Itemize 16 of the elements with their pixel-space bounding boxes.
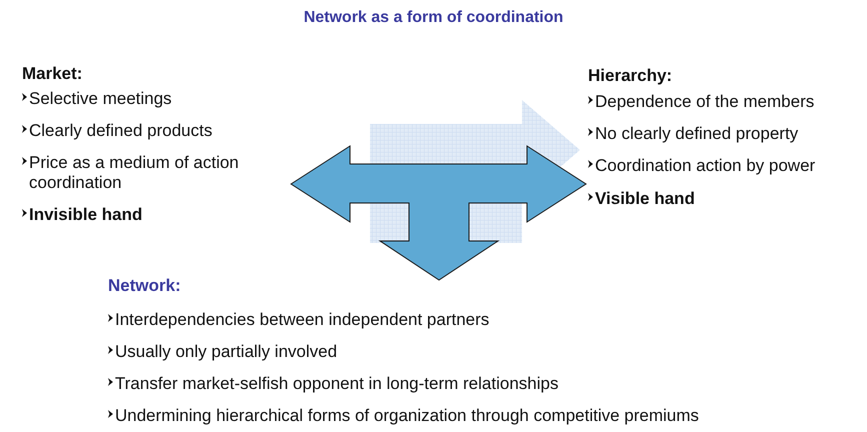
bullet-text: Usually only partially involved	[115, 342, 338, 362]
bullet-text: No clearly defined property	[595, 124, 798, 144]
title: Network as a form of coordination	[302, 8, 564, 28]
section-heading: Network:	[108, 276, 181, 296]
bullet-text: Invisible hand	[29, 205, 142, 225]
bullet-text: Undermining hierarchical forms of organization through competitive premiums	[115, 406, 699, 426]
section-heading: Market:	[22, 64, 82, 84]
bullet-text: Coordination action by power	[595, 156, 816, 176]
bullet-text: Clearly defined products	[29, 121, 212, 141]
bullet-text: Visible hand	[595, 189, 695, 209]
section-heading: Hierarchy:	[588, 66, 672, 86]
bullet-text: Transfer market-selfish opponent in long-term relationships	[115, 374, 558, 394]
bullet-text: Price as a medium of action coordination	[29, 153, 240, 193]
bullet-text: Interdependencies between independent partners	[115, 310, 490, 330]
bullet-text: Selective meetings	[29, 89, 172, 109]
bullet-text: Dependence of the members	[595, 92, 814, 112]
